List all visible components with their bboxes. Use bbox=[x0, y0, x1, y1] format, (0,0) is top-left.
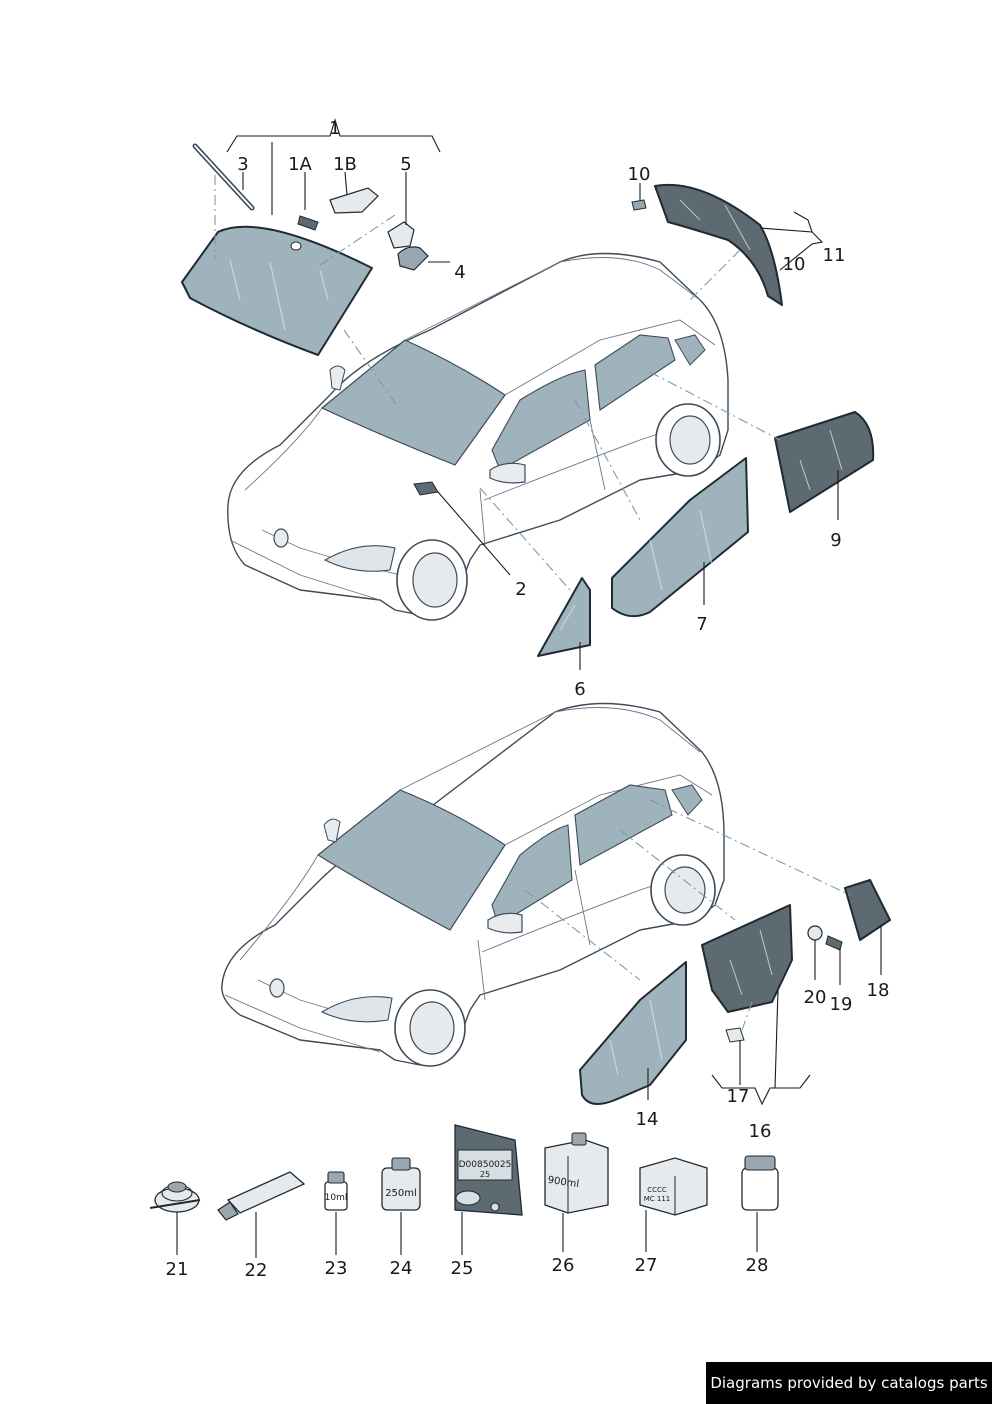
part-1a-pad bbox=[297, 215, 319, 231]
callout-6: 6 bbox=[574, 679, 585, 700]
callout-19: 19 bbox=[830, 994, 853, 1015]
car-illustration-bottom bbox=[221, 702, 725, 1067]
part-22-adhesive-tube bbox=[217, 1171, 306, 1221]
callout-9: 9 bbox=[830, 530, 841, 551]
callout-26: 26 bbox=[552, 1255, 575, 1276]
part-20-washer bbox=[807, 925, 823, 941]
box-27-label-line1: CCCC bbox=[647, 1186, 667, 1194]
callout-4: 4 bbox=[454, 262, 465, 283]
part-21-tape-coil bbox=[149, 1181, 201, 1213]
rear-window-part bbox=[654, 183, 783, 306]
callout-2: 2 bbox=[515, 579, 526, 600]
rear-door-glass-part-bottom bbox=[701, 904, 793, 1013]
quarter-glass-rear-part bbox=[774, 411, 875, 513]
part-19-screw bbox=[825, 935, 843, 951]
rear-door-glass-part bbox=[611, 457, 749, 618]
callout-27: 27 bbox=[635, 1255, 658, 1276]
bottle-23-label: 10ml bbox=[325, 1193, 348, 1203]
callout-10-side: 10 bbox=[783, 254, 806, 275]
callout-14: 14 bbox=[636, 1109, 659, 1130]
callout-11: 11 bbox=[823, 245, 846, 266]
can-24-label: 250ml bbox=[385, 1188, 417, 1199]
callout-labels: 1 3 1A 1B 5 4 10 10 11 9 7 2 6 14 17 16 … bbox=[166, 118, 890, 1281]
callout-28: 28 bbox=[746, 1255, 769, 1276]
part-28-jar bbox=[741, 1155, 779, 1211]
callout-16: 16 bbox=[749, 1121, 772, 1142]
callout-17: 17 bbox=[727, 1086, 750, 1107]
part-5-sensor-mount bbox=[387, 221, 415, 249]
footer-credit-banner: Diagrams provided by catalogs parts bbox=[706, 1362, 992, 1404]
part-24-can: 250ml bbox=[381, 1157, 421, 1211]
callout-7: 7 bbox=[696, 614, 707, 635]
windshield-part bbox=[181, 225, 373, 356]
callout-24: 24 bbox=[390, 1258, 413, 1279]
part-27-box: CCCC MC 111 bbox=[639, 1157, 708, 1216]
callout-18: 18 bbox=[867, 980, 890, 1001]
callout-20: 20 bbox=[804, 987, 827, 1008]
footer-credit-text: Diagrams provided by catalogs parts bbox=[710, 1374, 988, 1392]
callout-25: 25 bbox=[451, 1258, 474, 1279]
callout-1b: 1B bbox=[333, 154, 357, 175]
front-vent-glass-part bbox=[537, 577, 591, 657]
callout-3: 3 bbox=[237, 154, 248, 175]
box-26-label: 900ml bbox=[547, 1175, 580, 1190]
bag-25-label-line2: 25 bbox=[480, 1170, 490, 1179]
quarter-glass-part-bottom bbox=[844, 879, 891, 941]
box-27-label-line2: MC 111 bbox=[644, 1195, 671, 1203]
callout-1: 1 bbox=[329, 118, 340, 139]
part-10-clip bbox=[631, 199, 647, 211]
part-1b-cover bbox=[329, 187, 379, 214]
callout-1a: 1A bbox=[288, 154, 312, 175]
part-4-rain-sensor bbox=[397, 246, 429, 271]
callout-22: 22 bbox=[245, 1260, 268, 1281]
callout-21: 21 bbox=[166, 1259, 189, 1280]
bag-25-label-line1: D00850025 bbox=[459, 1160, 512, 1170]
callout-23: 23 bbox=[325, 1258, 348, 1279]
part-17-bolt bbox=[725, 1027, 745, 1043]
part-23-bottle: 10ml bbox=[324, 1171, 348, 1211]
part-26-box: 900ml bbox=[544, 1132, 609, 1214]
front-door-glass-part bbox=[579, 961, 687, 1105]
car-illustration-top bbox=[227, 252, 729, 621]
car-windshield bbox=[320, 339, 506, 466]
callout-5: 5 bbox=[400, 154, 411, 175]
callout-10-top: 10 bbox=[628, 164, 651, 185]
part-25-kit-bag: D00850025 25 bbox=[454, 1124, 523, 1216]
